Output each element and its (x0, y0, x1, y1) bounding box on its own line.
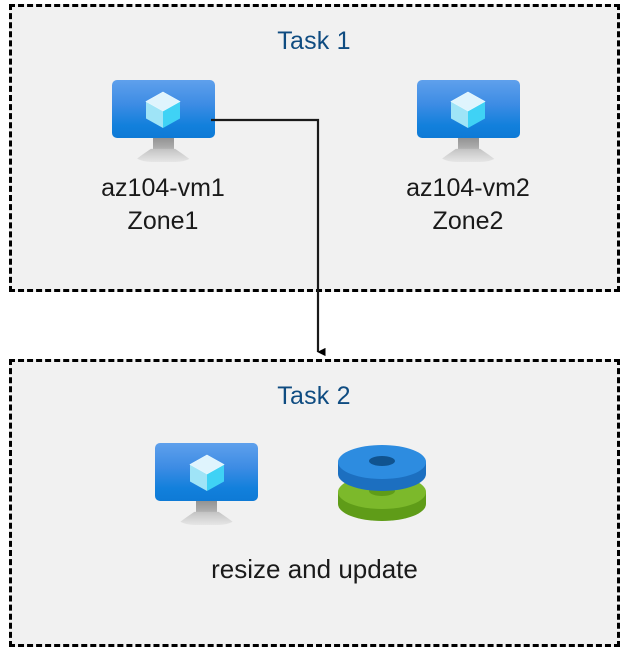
virtual-machine-icon[interactable] (155, 443, 258, 525)
node-name-label: az104-vm2 (406, 174, 530, 202)
monitor-base (437, 148, 499, 162)
virtual-machine-icon (111, 80, 215, 162)
virtual-machine-icon (416, 80, 520, 162)
task-1-title: Task 1 (277, 27, 351, 55)
task-2-container (9, 359, 620, 647)
cube-icon (450, 91, 486, 128)
node-zone-label: Zone1 (127, 207, 199, 235)
task-2-icon-row (150, 440, 450, 532)
disk-blue (338, 445, 426, 491)
node-az104-vm2[interactable]: az104-vm2 Zone2 (363, 80, 573, 235)
node-zone-label: Zone2 (432, 207, 504, 235)
node-az104-vm1[interactable]: az104-vm1 Zone1 (58, 80, 268, 235)
managed-disks-icon[interactable] (332, 440, 432, 528)
monitor-base (176, 511, 237, 525)
task-2-title: Task 2 (277, 382, 351, 410)
node-name-label: az104-vm1 (101, 174, 225, 202)
cube-icon (145, 91, 181, 128)
task-2-caption: resize and update (211, 554, 418, 584)
cube-icon (188, 454, 225, 491)
monitor-base (132, 148, 194, 162)
